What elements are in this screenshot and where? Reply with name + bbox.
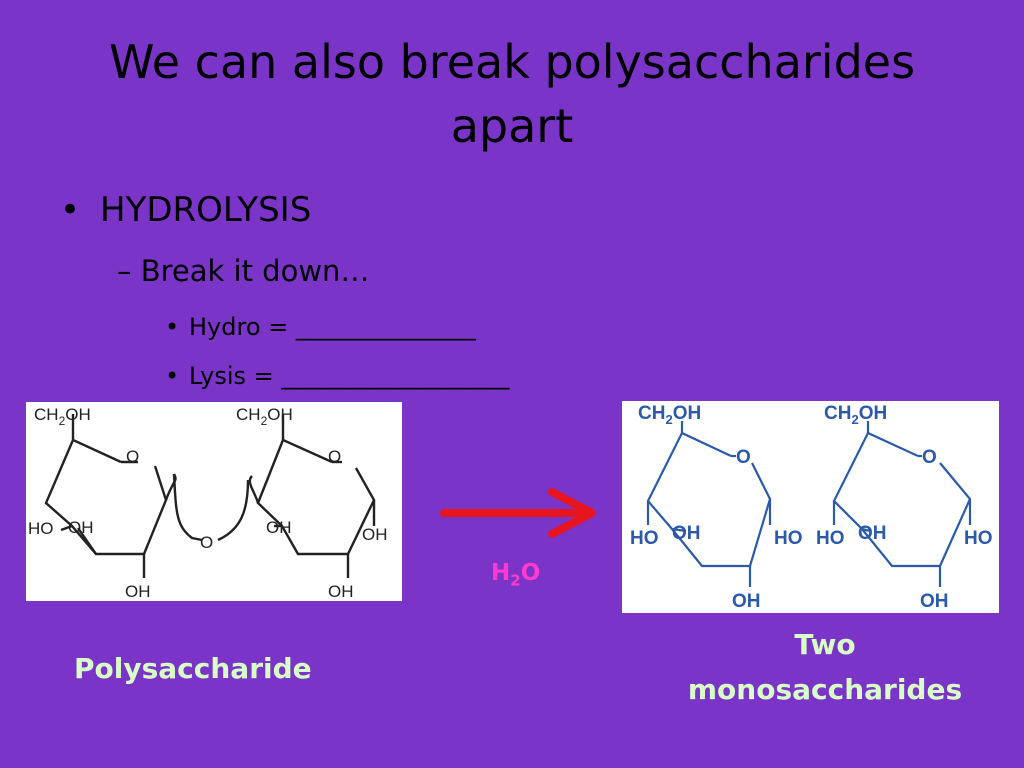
bullet-lysis: • Lysis = ___________________ [165, 362, 509, 390]
monosaccharides-structure: CH2OH O HO OH HO OH CH2OH O HO OH HO OH [622, 401, 999, 613]
caption-polysaccharide: Polysaccharide [74, 652, 312, 685]
bullet-hydrolysis: • HYDROLYSIS [60, 190, 311, 230]
label-oh-mono-2-bottom: OH [920, 591, 949, 612]
label-bridge-o: O [200, 533, 213, 552]
caption-monosaccharides: Two monosaccharides [660, 622, 990, 712]
label-oh-right-inner: OH [266, 518, 292, 537]
reagent-water: H2O [491, 560, 541, 590]
label-oh-right-bottom: OH [328, 582, 354, 601]
reaction-arrow [440, 488, 600, 546]
polysaccharide-structure: CH2OH O HO OH OH O CH2OH O OH OH OH [26, 402, 402, 601]
label-ch2oh-right: CH2OH [236, 405, 293, 428]
label-ho-mono-1-side: HO [774, 528, 803, 549]
label-oh-right-side: OH [362, 525, 388, 544]
label-ho-mono-2-side: HO [964, 528, 993, 549]
title-line-1: We can also break polysaccharides [108, 35, 916, 89]
label-oh-left-inner: OH [68, 518, 94, 537]
label-oh-mono-2-inner: OH [858, 523, 887, 544]
bullet-hydrolysis-text: HYDROLYSIS [100, 190, 312, 230]
bullet-dot: • [165, 313, 180, 341]
slide-title: We can also break polysaccharides apart [0, 30, 1024, 158]
label-ring-o-mono-2: O [922, 447, 937, 468]
label-ho-left: HO [28, 519, 54, 538]
bullet-hydro-text: Hydro = _______________ [189, 313, 476, 341]
bullet-hydro: • Hydro = _______________ [165, 313, 476, 341]
bonds-left-ring [44, 414, 203, 578]
label-ch2oh-left: CH2OH [34, 405, 91, 428]
label-ch2oh-mono-2: CH2OH [824, 403, 887, 427]
title-line-2: apart [450, 99, 574, 153]
caption-monosaccharides-line-1: Two [794, 628, 856, 661]
bonds-mono-ring-2 [832, 421, 972, 587]
label-oh-mono-1-inner: OH [672, 523, 701, 544]
label-ring-o-left: O [126, 447, 139, 466]
bonds-mono-ring-1 [646, 421, 772, 587]
label-ho-mono-2: HO [816, 528, 845, 549]
label-oh-left-bottom: OH [125, 582, 151, 601]
bullet-lysis-text: Lysis = ___________________ [189, 362, 510, 390]
caption-monosaccharides-line-2: monosaccharides [687, 673, 963, 706]
label-ho-mono-1: HO [630, 528, 659, 549]
label-oh-mono-1-bottom: OH [732, 591, 761, 612]
bonds-right-ring [217, 414, 376, 578]
label-ring-o-right: O [328, 447, 341, 466]
label-ring-o-mono-1: O [736, 447, 751, 468]
label-ch2oh-mono-1: CH2OH [638, 403, 701, 427]
bullet-break-it-down: – Break it down… [117, 254, 370, 288]
bullet-dot: • [60, 190, 81, 230]
bullet-dot: • [165, 362, 180, 390]
